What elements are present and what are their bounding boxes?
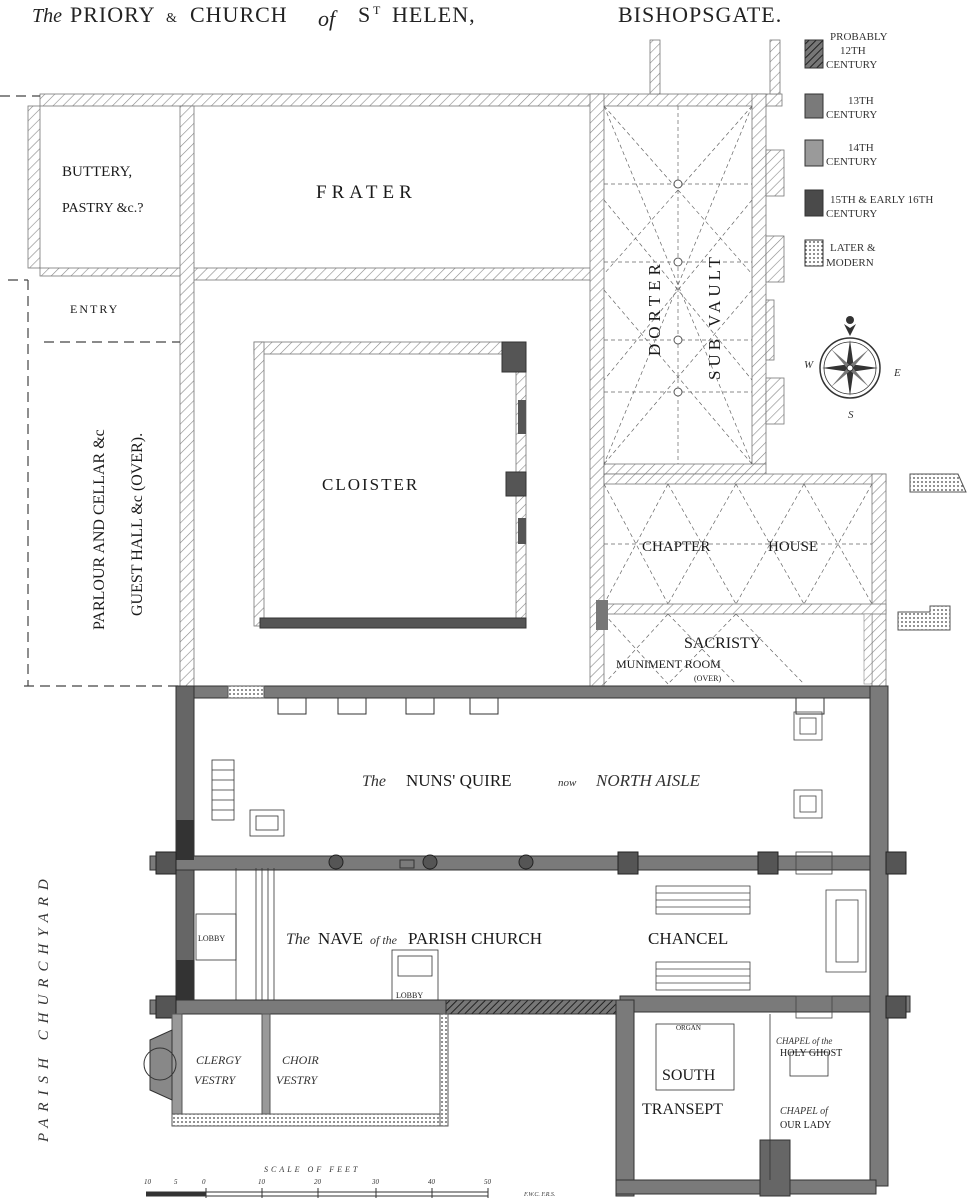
label-entry: ENTRY bbox=[70, 302, 119, 316]
fleur-de-lis-icon bbox=[844, 324, 856, 336]
legend-12th-line2: 12TH bbox=[840, 45, 866, 57]
dorter-buttresses bbox=[649, 39, 785, 425]
label-dorter: DORTER bbox=[645, 259, 664, 356]
label-cloister: CLOISTER bbox=[322, 475, 419, 494]
label-transept: TRANSEPT bbox=[642, 1101, 723, 1118]
scale-tick-5: 5 bbox=[174, 1178, 178, 1186]
legend-swatch-later bbox=[804, 239, 824, 267]
vestry-walls bbox=[143, 1013, 449, 1127]
label-nuns-the: The bbox=[362, 773, 386, 790]
label-nuns-quire: NUNS' QUIRE bbox=[406, 771, 512, 790]
legend-later-line2: MODERN bbox=[826, 257, 874, 269]
label-nave-of: of the bbox=[370, 933, 398, 947]
title-amp: & bbox=[166, 11, 177, 26]
label-sub-vault: SUB VAULT bbox=[705, 253, 724, 380]
label-guest-hall: GUEST HALL &c (OVER). bbox=[129, 433, 146, 616]
church-walls bbox=[149, 685, 911, 1197]
title: The PRIORY & CHURCH of S T HELEN, BISHOP… bbox=[32, 2, 782, 31]
scale-tick-10l: 10 bbox=[144, 1178, 152, 1186]
dorter-piers bbox=[673, 179, 683, 397]
scale-tick-30: 30 bbox=[371, 1178, 380, 1186]
label-nave-the: The bbox=[286, 931, 310, 948]
legend-12th-line1: PROBABLY bbox=[830, 31, 888, 43]
fragment-right-2 bbox=[897, 605, 951, 631]
dashed-outlines bbox=[0, 95, 180, 687]
label-chapel-lady-1: CHAPEL of bbox=[780, 1106, 829, 1117]
transept-features bbox=[655, 1014, 829, 1180]
legend-12th-line3: CENTURY bbox=[826, 59, 877, 71]
compass-rose: W E S bbox=[804, 316, 901, 421]
scale-bar: SCALE OF FEET 10 5 0 10 20 30 40 50 F.W.… bbox=[144, 1165, 555, 1198]
legend-swatch-12th bbox=[804, 39, 824, 69]
label-chapel-holy-2: HOLY GHOST bbox=[780, 1048, 842, 1059]
compass-s: S bbox=[848, 409, 854, 421]
label-muniment: MUNIMENT ROOM bbox=[616, 657, 721, 671]
label-pastry: PASTRY &c.? bbox=[62, 201, 143, 216]
label-parlour: PARLOUR AND CELLAR &c bbox=[91, 429, 108, 630]
label-sacristy: SACRISTY bbox=[684, 635, 762, 652]
title-church: CHURCH bbox=[190, 2, 288, 27]
label-vestry-choir: VESTRY bbox=[276, 1073, 318, 1087]
label-lobby-south: LOBBY bbox=[396, 991, 423, 1000]
legend-13th-line1: 13TH bbox=[848, 95, 874, 107]
dorter-vault bbox=[603, 105, 753, 465]
scale-title: SCALE OF FEET bbox=[264, 1165, 360, 1174]
chapter-house-vault bbox=[603, 483, 873, 685]
title-prefix: The bbox=[32, 5, 62, 27]
scale-tick-0: 0 bbox=[202, 1178, 206, 1186]
legend-15th-line1: 15TH & EARLY 16TH bbox=[830, 194, 933, 206]
legend-later-line1: LATER & bbox=[830, 242, 876, 254]
label-nuns-now: now bbox=[558, 777, 577, 789]
label-lobby-west: LOBBY bbox=[198, 934, 225, 943]
label-nave: NAVE bbox=[318, 929, 363, 948]
legend-swatch-14th bbox=[804, 139, 824, 167]
label-organ: ORGAN bbox=[676, 1024, 701, 1032]
label-buttery: BUTTERY, bbox=[62, 164, 132, 180]
compass-w: W bbox=[804, 359, 814, 371]
arcade-piers bbox=[155, 851, 907, 1019]
legend-swatch-13th bbox=[804, 93, 824, 119]
label-north-aisle: NORTH AISLE bbox=[595, 771, 701, 790]
legend: PROBABLY 12TH CENTURY 13TH CENTURY 14TH … bbox=[804, 31, 933, 269]
legend-swatch-15th bbox=[804, 189, 824, 217]
title-helen: HELEN, bbox=[392, 2, 476, 27]
legend-15th-line2: CENTURY bbox=[826, 208, 877, 220]
title-st-sup: T bbox=[373, 3, 381, 17]
legend-14th-line2: CENTURY bbox=[826, 156, 877, 168]
scale-tick-10: 10 bbox=[258, 1178, 266, 1186]
legend-14th-line1: 14TH bbox=[848, 142, 874, 154]
label-frater: FRATER bbox=[316, 182, 417, 203]
label-chapel-holy-1: CHAPEL of the bbox=[776, 1036, 832, 1046]
scale-credit: F.W.C. F.R.S. bbox=[523, 1192, 555, 1198]
north-range-walls bbox=[27, 93, 887, 695]
label-chapter: CHAPTER bbox=[642, 539, 710, 555]
label-parish-church: PARISH CHURCH bbox=[408, 929, 542, 948]
label-south: SOUTH bbox=[662, 1067, 716, 1084]
sacristy-walls bbox=[596, 600, 873, 685]
label-choir: CHOIR bbox=[282, 1053, 319, 1067]
compass-e: E bbox=[893, 367, 901, 379]
label-house: HOUSE bbox=[768, 539, 818, 555]
legend-13th-line2: CENTURY bbox=[826, 109, 877, 121]
scale-tick-40: 40 bbox=[428, 1178, 436, 1186]
chancel-stalls bbox=[655, 711, 867, 1019]
cloister-walls bbox=[253, 341, 527, 629]
label-vestry-clergy: VESTRY bbox=[194, 1073, 236, 1087]
north-wall-recesses bbox=[277, 697, 825, 869]
west-end-features bbox=[195, 759, 439, 1001]
title-st: S bbox=[358, 2, 370, 27]
label-churchyard: PARISH CHURCHYARD bbox=[36, 872, 52, 1143]
scale-tick-50: 50 bbox=[484, 1178, 492, 1186]
label-clergy: CLERGY bbox=[196, 1053, 242, 1067]
label-over: (OVER) bbox=[694, 674, 721, 683]
title-place: BISHOPSGATE. bbox=[618, 2, 782, 27]
label-chapel-lady-2: OUR LADY bbox=[780, 1120, 831, 1131]
title-of: of bbox=[318, 6, 338, 31]
title-priory: PRIORY bbox=[70, 2, 155, 27]
scale-tick-20: 20 bbox=[314, 1178, 322, 1186]
fragment-right-1 bbox=[909, 473, 967, 493]
label-chancel: CHANCEL bbox=[648, 929, 728, 948]
